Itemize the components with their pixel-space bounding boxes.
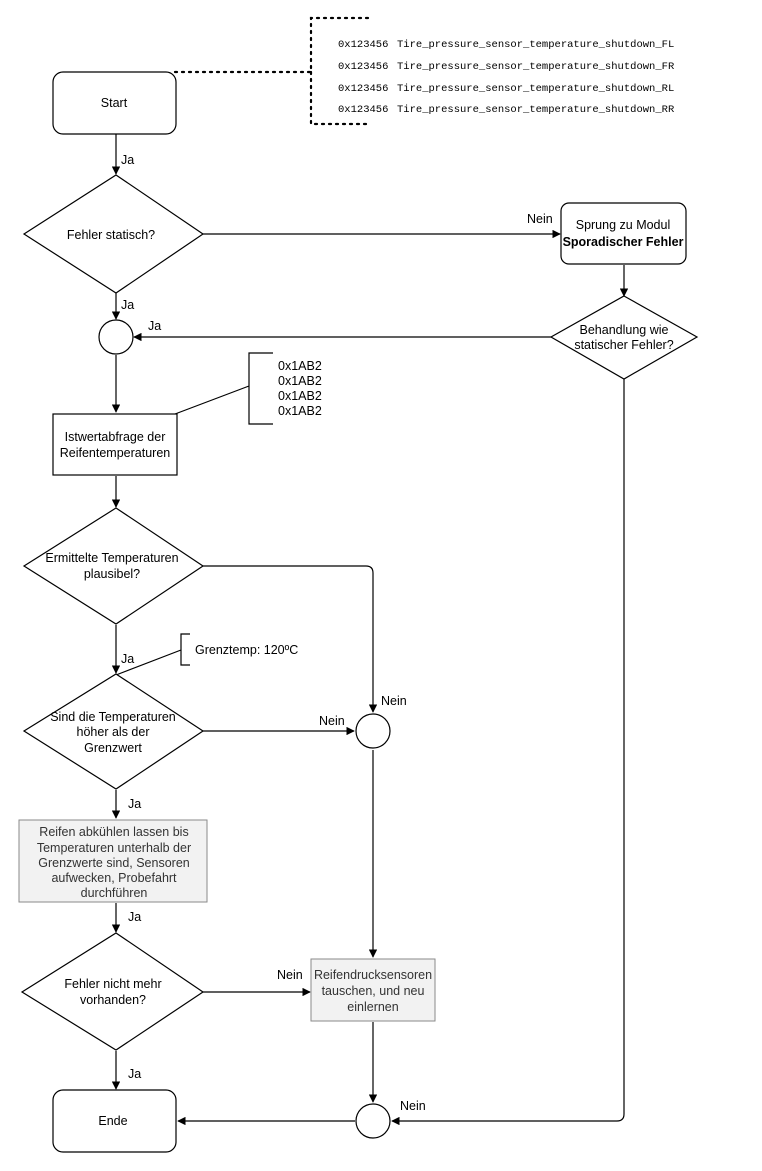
sprung-shape xyxy=(560,202,687,265)
istwert-label-2: Reifentemperaturen xyxy=(60,446,171,460)
node-ende: Ende xyxy=(52,1089,177,1153)
ermittelte-shape xyxy=(22,507,205,625)
merge-circle-3 xyxy=(355,1103,391,1139)
tauschen-label-1: Reifendrucksensoren xyxy=(314,968,432,982)
node-fehler-statisch: Fehler statisch? xyxy=(22,174,205,294)
sind-label-2: höher als der xyxy=(77,725,150,739)
ermittelte-label-1: Ermittelte Temperaturen xyxy=(45,551,178,565)
node-nicht-mehr: Fehler nicht mehr vorhanden? xyxy=(20,932,205,1051)
behandlung-shape xyxy=(549,295,699,380)
abkuehlen-label-1: Reifen abkühlen lassen bis xyxy=(39,825,188,839)
dtc-code-3: 0x123456 xyxy=(338,83,388,95)
merge-circle-1 xyxy=(98,319,134,355)
label-sind-nein: Nein xyxy=(319,714,345,728)
nicht-mehr-label-2: vorhanden? xyxy=(80,993,146,1007)
tauschen-shape xyxy=(310,958,436,1022)
node-sind: Sind die Temperaturen höher als der Gren… xyxy=(22,673,205,790)
label-ende-nein: Nein xyxy=(400,1099,426,1113)
label-abkuehlen-ja: Ja xyxy=(128,910,141,924)
grenztemp-bracket xyxy=(115,633,190,676)
grenztemp-annotation: Grenztemp: 120ºC xyxy=(115,633,298,676)
edge-behandlung-nein xyxy=(391,379,625,1126)
nicht-mehr-label-1: Fehler nicht mehr xyxy=(64,977,161,991)
node-start: Start xyxy=(52,71,177,135)
dtc-name-3: Tire_pressure_sensor_temperature_shutdow… xyxy=(397,83,674,95)
abkuehlen-label-5: durchführen xyxy=(81,886,148,900)
label-sind-ja: Ja xyxy=(128,797,141,811)
did-bracket xyxy=(174,352,273,425)
label-start-ja: Ja xyxy=(121,153,134,167)
node-sprung: Sprung zu Modul Sporadischer Fehler xyxy=(560,202,687,265)
sprung-label-2: Sporadischer Fehler xyxy=(563,235,684,249)
sind-label-1: Sind die Temperaturen xyxy=(50,710,176,724)
sprung-label-1: Sprung zu Modul xyxy=(576,218,671,232)
tauschen-label-2: tauschen, und neu xyxy=(322,984,425,998)
merge-circle-2 xyxy=(355,713,391,749)
abkuehlen-shape xyxy=(18,819,208,903)
label-nicht-mehr-ja: Ja xyxy=(128,1067,141,1081)
dtc-bracket-bottom xyxy=(309,70,370,126)
ende-shape xyxy=(52,1089,177,1153)
did-annotation: 0x1AB2 0x1AB2 0x1AB2 0x1AB2 xyxy=(174,352,322,425)
did-code-2: 0x1AB2 xyxy=(278,374,322,388)
istwert-shape xyxy=(52,413,178,476)
ermittelte-label-2: plausibel? xyxy=(84,567,140,581)
edges xyxy=(111,134,629,1126)
start-label: Start xyxy=(101,96,128,110)
start-shape xyxy=(52,71,177,135)
istwert-label-1: Istwertabfrage der xyxy=(65,430,166,444)
label-statisch-ja: Ja xyxy=(121,298,134,312)
did-code-1: 0x1AB2 xyxy=(278,359,322,373)
nicht-mehr-shape xyxy=(20,932,205,1051)
dtc-code-4: 0x123456 xyxy=(338,104,388,116)
edge-labels: Ja Nein Ja Ja Ja Nein Nein Ja Ja Nein Ja… xyxy=(121,153,553,1113)
dtc-code-1: 0x123456 xyxy=(338,39,388,51)
sind-label-3: Grenzwert xyxy=(84,741,142,755)
dtc-annotation: 0x123456 Tire_pressure_sensor_temperatur… xyxy=(173,16,675,126)
sind-shape xyxy=(22,673,205,790)
label-ermittelte-ja: Ja xyxy=(121,652,134,666)
behandlung-label-1: Behandlung wie xyxy=(580,323,669,337)
ende-label: Ende xyxy=(98,1114,127,1128)
did-code-3: 0x1AB2 xyxy=(278,389,322,403)
abkuehlen-label-3: Grenzwerte sind, Sensoren xyxy=(38,856,190,870)
dtc-name-4: Tire_pressure_sensor_temperature_shutdow… xyxy=(397,104,675,116)
abkuehlen-label-2: Temperaturen unterhalb der xyxy=(37,841,191,855)
tauschen-label-3: einlernen xyxy=(347,1000,398,1014)
node-ermittelte: Ermittelte Temperaturen plausibel? xyxy=(22,507,205,625)
behandlung-label-2: statischer Fehler? xyxy=(574,338,673,352)
dtc-name-1: Tire_pressure_sensor_temperature_shutdow… xyxy=(397,39,674,51)
label-ermittelte-nein: Nein xyxy=(381,694,407,708)
edge-ermittelte-nein xyxy=(203,565,378,713)
node-behandlung: Behandlung wie statischer Fehler? xyxy=(549,295,699,380)
dtc-code-2: 0x123456 xyxy=(338,61,388,73)
dtc-name-2: Tire_pressure_sensor_temperature_shutdow… xyxy=(397,61,675,73)
node-tauschen: Reifendrucksensoren tauschen, und neu ei… xyxy=(310,958,436,1022)
did-code-4: 0x1AB2 xyxy=(278,404,322,418)
dtc-bracket-top xyxy=(173,16,370,74)
label-nicht-mehr-nein: Nein xyxy=(277,968,303,982)
grenztemp-label: Grenztemp: 120ºC xyxy=(195,643,298,657)
node-istwert: Istwertabfrage der Reifentemperaturen xyxy=(52,413,178,476)
label-statisch-nein: Nein xyxy=(527,212,553,226)
label-behandlung-ja: Ja xyxy=(148,319,161,333)
node-abkuehlen: Reifen abkühlen lassen bis Temperaturen … xyxy=(18,819,208,903)
fehler-statisch-label: Fehler statisch? xyxy=(67,228,155,242)
abkuehlen-label-4: aufwecken, Probefahrt xyxy=(51,871,177,885)
fehler-statisch-shape xyxy=(22,174,205,294)
